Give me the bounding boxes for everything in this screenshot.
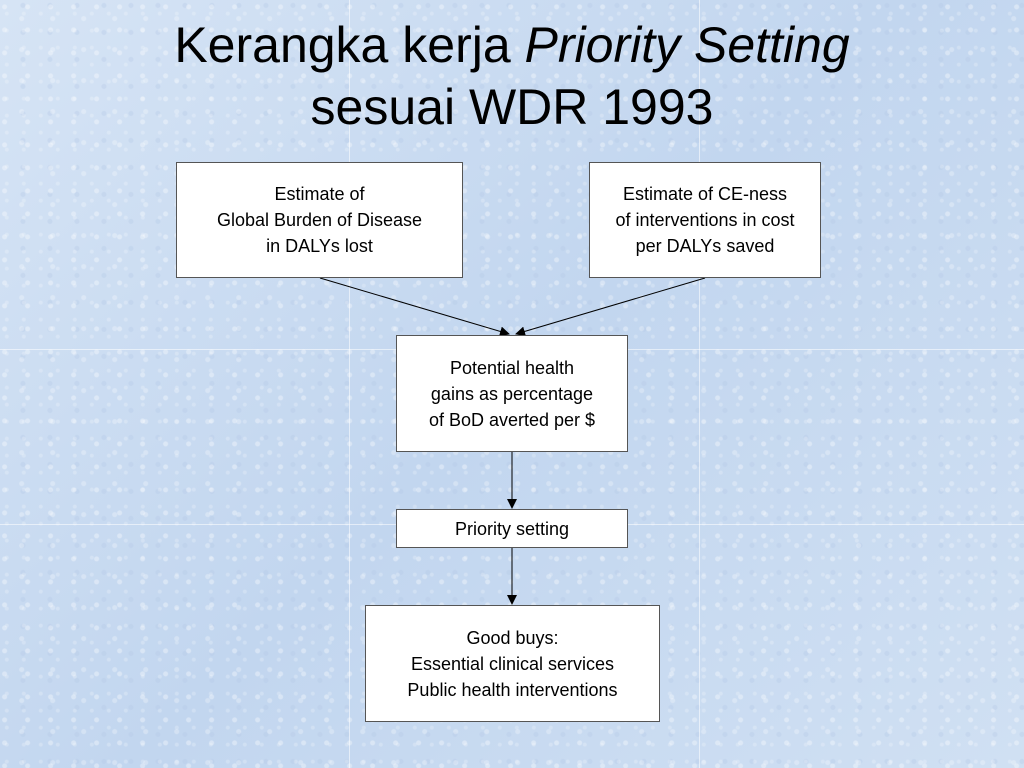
title-line2: sesuai WDR 1993 xyxy=(310,79,714,135)
slide-title: Kerangka kerja Priority Setting sesuai W… xyxy=(0,14,1024,138)
node-text-line: Estimate of xyxy=(274,184,365,204)
node-text-line: in DALYs lost xyxy=(266,236,373,256)
node-text-line: gains as percentage xyxy=(430,383,594,404)
node-text-line: Public health interventions xyxy=(407,679,618,700)
node-text-line: Potential health xyxy=(449,357,575,378)
node-text-line: of interventions in cost xyxy=(615,210,795,230)
node-good-buys: Good buys: Essential clinical services P… xyxy=(365,605,660,722)
node-priority-setting: Priority setting xyxy=(396,509,628,548)
arrow-ce-to-gains xyxy=(515,277,706,337)
title-line1-italic: Priority Setting xyxy=(524,17,850,73)
node-potential-health-gains: Potential health gains as percentage of … xyxy=(396,335,628,452)
node-global-burden-of-disease: Estimate of Global Burden of Disease in … xyxy=(176,162,463,278)
node-ce-ness-estimate: Estimate of CE-ness of interventions in … xyxy=(589,162,821,278)
title-line1-plain: Kerangka kerja xyxy=(174,17,525,73)
node-text-line: Estimate of CE-ness xyxy=(622,184,788,204)
node-text-line: Priority setting xyxy=(454,518,570,539)
node-text-line: Global Burden of Disease xyxy=(216,210,423,230)
node-text-line: per DALYs saved xyxy=(635,236,775,256)
arrow-gbd-to-gains xyxy=(319,277,510,337)
node-text-line: of BoD averted per $ xyxy=(428,409,596,430)
node-text-line: Essential clinical services xyxy=(410,653,615,674)
node-text-line: Good buys: xyxy=(466,627,559,648)
